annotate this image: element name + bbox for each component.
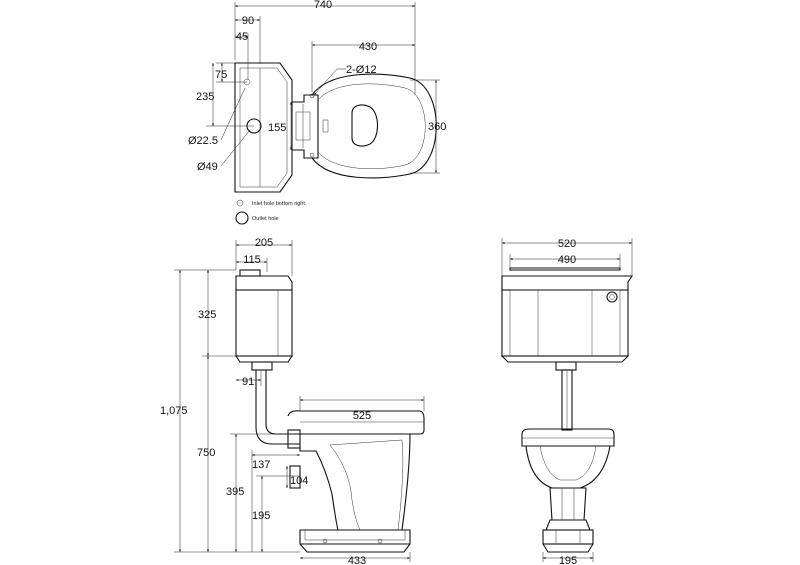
- side-pan: [287, 410, 425, 553]
- side-cistern: [234, 269, 294, 371]
- dim-tank-depth: 90: [242, 15, 254, 27]
- legend-inlet-icon: [236, 199, 244, 207]
- dim-inlet-offset: 45: [236, 31, 248, 43]
- dim-total-height: 1,075: [160, 405, 188, 417]
- dim-outlet-centre: 195: [252, 510, 270, 522]
- dim-inlet-from-top: 75: [215, 69, 227, 81]
- plan-neck: [292, 94, 319, 159]
- dim-flush-offset: 115: [243, 254, 261, 266]
- dim-bowl-width: 360: [428, 121, 446, 133]
- plan-view: 740 90 45 430 2-Ø12 75 235 360 155 Ø22.5…: [188, 0, 446, 193]
- pan-fixing-right-icon: [377, 538, 383, 544]
- dim-overall-width: 740: [314, 0, 332, 11]
- dim-base-length: 433: [348, 555, 366, 565]
- front-dimension-lines: [501, 238, 633, 562]
- dim-base-width: 195: [559, 555, 577, 565]
- legend: Inlet hole bottom right Outlet hole: [235, 199, 305, 225]
- plan-dimension-lines: [206, 2, 440, 174]
- dim-pipe-offset: 91: [242, 376, 254, 388]
- legend-outlet-icon: [235, 211, 249, 225]
- bolt-hole-bottom-icon: [309, 152, 315, 158]
- dim-lid-width: 490: [558, 254, 576, 266]
- side-view: 205 115 325 91 1,075 525 750 137 104 395…: [160, 237, 425, 565]
- dim-outlet-offset: 137: [252, 459, 270, 471]
- legend-inlet-label: Inlet hole bottom right: [252, 201, 305, 207]
- dim-outlet-height: 104: [290, 475, 308, 487]
- front-view: 520 490 195: [500, 238, 634, 565]
- dim-pan-to-cistern: 750: [197, 447, 215, 459]
- dim-bowl-length: 430: [359, 41, 377, 53]
- front-bowl: [521, 428, 615, 553]
- pan-fixing-left-icon: [322, 538, 328, 544]
- dim-cistern-height: 325: [198, 309, 216, 321]
- dim-pan-neck: 155: [268, 122, 286, 134]
- dim-inlet-diameter: Ø22.5: [188, 135, 218, 147]
- bolt-hole-top-icon: [309, 93, 315, 99]
- legend-outlet-label: Outlet hole: [252, 216, 279, 222]
- side-dimension-lines: [174, 240, 425, 562]
- plan-bowl: [309, 73, 437, 179]
- dim-cistern-depth: 205: [255, 237, 273, 249]
- front-cistern: [500, 267, 634, 371]
- dim-outlet-from-top: 235: [196, 91, 214, 103]
- dim-cistern-width: 520: [558, 238, 576, 250]
- side-flush-pipe: [255, 370, 301, 449]
- flush-button-icon: [606, 291, 618, 303]
- dim-pan-length: 525: [353, 410, 371, 422]
- dim-pan-height: 395: [226, 486, 244, 498]
- dim-bolt-holes: 2-Ø12: [346, 64, 377, 76]
- dim-outlet-diameter: Ø49: [197, 161, 218, 173]
- front-flush-pipe: [561, 369, 573, 431]
